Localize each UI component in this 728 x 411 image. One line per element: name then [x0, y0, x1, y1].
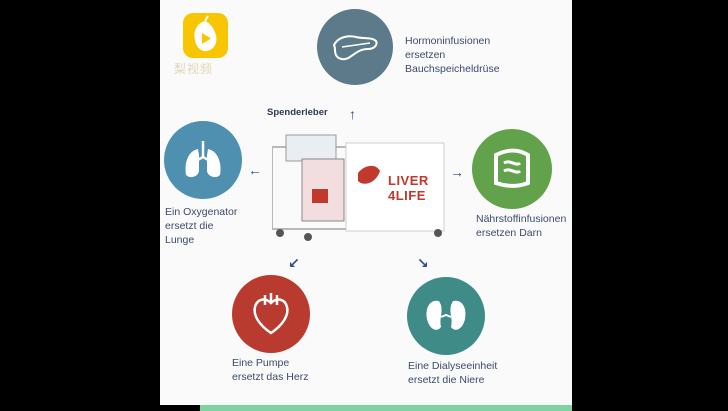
- pancreas-icon: [332, 35, 378, 61]
- heart-circle: [232, 275, 310, 353]
- kidney-label: Eine Dialyseeinheit ersetzt die Niere: [408, 360, 498, 386]
- heart-label: Eine Pumpe ersetzt das Herz: [232, 357, 309, 383]
- intestine-label: Nährstoffinfusionen ersetzen Darn: [476, 213, 567, 239]
- lungs-circle: [164, 121, 242, 199]
- arrow-down-left: ↙: [288, 255, 300, 271]
- pancreas-circle: [317, 9, 393, 85]
- arrow-left: ←: [248, 162, 262, 178]
- video-frame: 梨视频 Hormoninfusionen ersetzen Bauchspeic…: [160, 0, 572, 405]
- lungs-icon: [185, 141, 221, 178]
- bottom-progress-strip: [200, 405, 572, 411]
- donor-label: Spenderleber: [267, 107, 328, 118]
- watermark-text: 梨视频: [174, 62, 214, 76]
- heart-icon: [253, 293, 289, 335]
- liver-machine: [271, 125, 452, 250]
- brand-line2: 4LIFE: [388, 188, 426, 203]
- arrow-right: →: [450, 164, 464, 180]
- lungs-label: Ein Oxygenator ersetzt die Lunge: [165, 206, 238, 246]
- intestine-circle: [472, 129, 552, 209]
- kidney-circle: [407, 277, 485, 355]
- brand-line1: LIVER: [388, 173, 429, 188]
- pancreas-label: Hormoninfusionen ersetzen Bauchspeicheld…: [405, 35, 500, 75]
- kidney-icon: [426, 300, 466, 330]
- arrow-down-right: ↘: [417, 255, 429, 271]
- arrow-up: ↑: [349, 106, 356, 122]
- pear-video-logo-icon: [183, 13, 228, 58]
- intestine-icon: [494, 148, 530, 188]
